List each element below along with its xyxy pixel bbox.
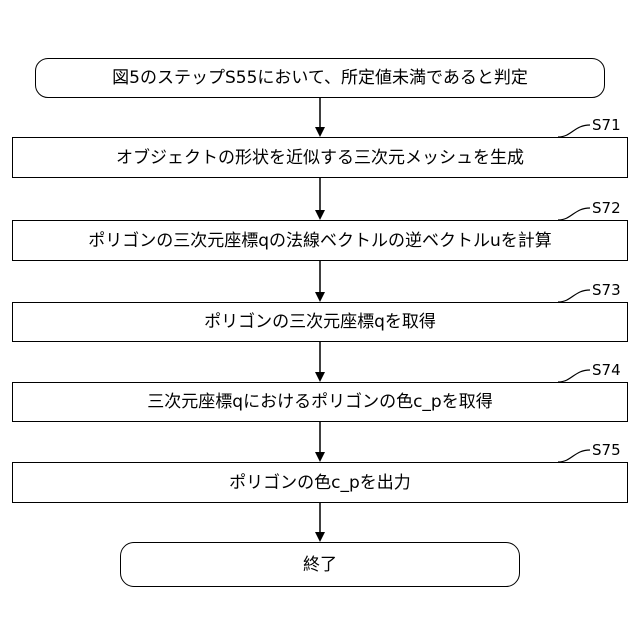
end-terminal: 終了 xyxy=(120,542,520,587)
step-id-s75: S75 xyxy=(592,442,632,458)
leader-line-s75 xyxy=(558,450,590,462)
arrow-s74-to-s75 xyxy=(315,422,325,462)
process-box-s73: ポリゴンの三次元座標qを取得 xyxy=(12,302,628,342)
leader-line-s74 xyxy=(558,370,590,382)
step-id-s71: S71 xyxy=(592,117,632,133)
arrow-s72-to-s73 xyxy=(315,261,325,302)
leader-line-s71 xyxy=(558,125,590,137)
step-id-s72: S72 xyxy=(592,200,632,216)
process-label-s75: ポリゴンの色c_pを出力 xyxy=(229,473,411,493)
process-label-s72: ポリゴンの三次元座標qの法線ベクトルの逆ベクトルuを計算 xyxy=(88,231,552,251)
step-id-s73: S73 xyxy=(592,282,632,298)
end-label: 終了 xyxy=(303,555,337,575)
process-box-s74: 三次元座標qにおけるポリゴンの色c_pを取得 xyxy=(12,382,628,422)
step-id-s74: S74 xyxy=(592,362,632,378)
arrow-s75-to-end xyxy=(315,503,325,542)
start-terminal: 図5のステップS55において、所定値未満であると判定 xyxy=(35,58,605,98)
process-box-s72: ポリゴンの三次元座標qの法線ベクトルの逆ベクトルuを計算 xyxy=(12,220,628,261)
leader-line-s73 xyxy=(558,290,590,302)
process-label-s73: ポリゴンの三次元座標qを取得 xyxy=(204,312,436,332)
process-box-s75: ポリゴンの色c_pを出力 xyxy=(12,462,628,503)
process-label-s71: オブジェクトの形状を近似する三次元メッシュを生成 xyxy=(116,148,524,168)
process-box-s71: オブジェクトの形状を近似する三次元メッシュを生成 xyxy=(12,137,628,178)
arrow-s73-to-s74 xyxy=(315,342,325,382)
arrow-s71-to-s72 xyxy=(315,178,325,220)
start-label: 図5のステップS55において、所定値未満であると判定 xyxy=(112,68,528,88)
leader-line-s72 xyxy=(558,208,590,220)
process-label-s74: 三次元座標qにおけるポリゴンの色c_pを取得 xyxy=(147,392,492,412)
arrow-start-to-s71 xyxy=(315,98,325,137)
